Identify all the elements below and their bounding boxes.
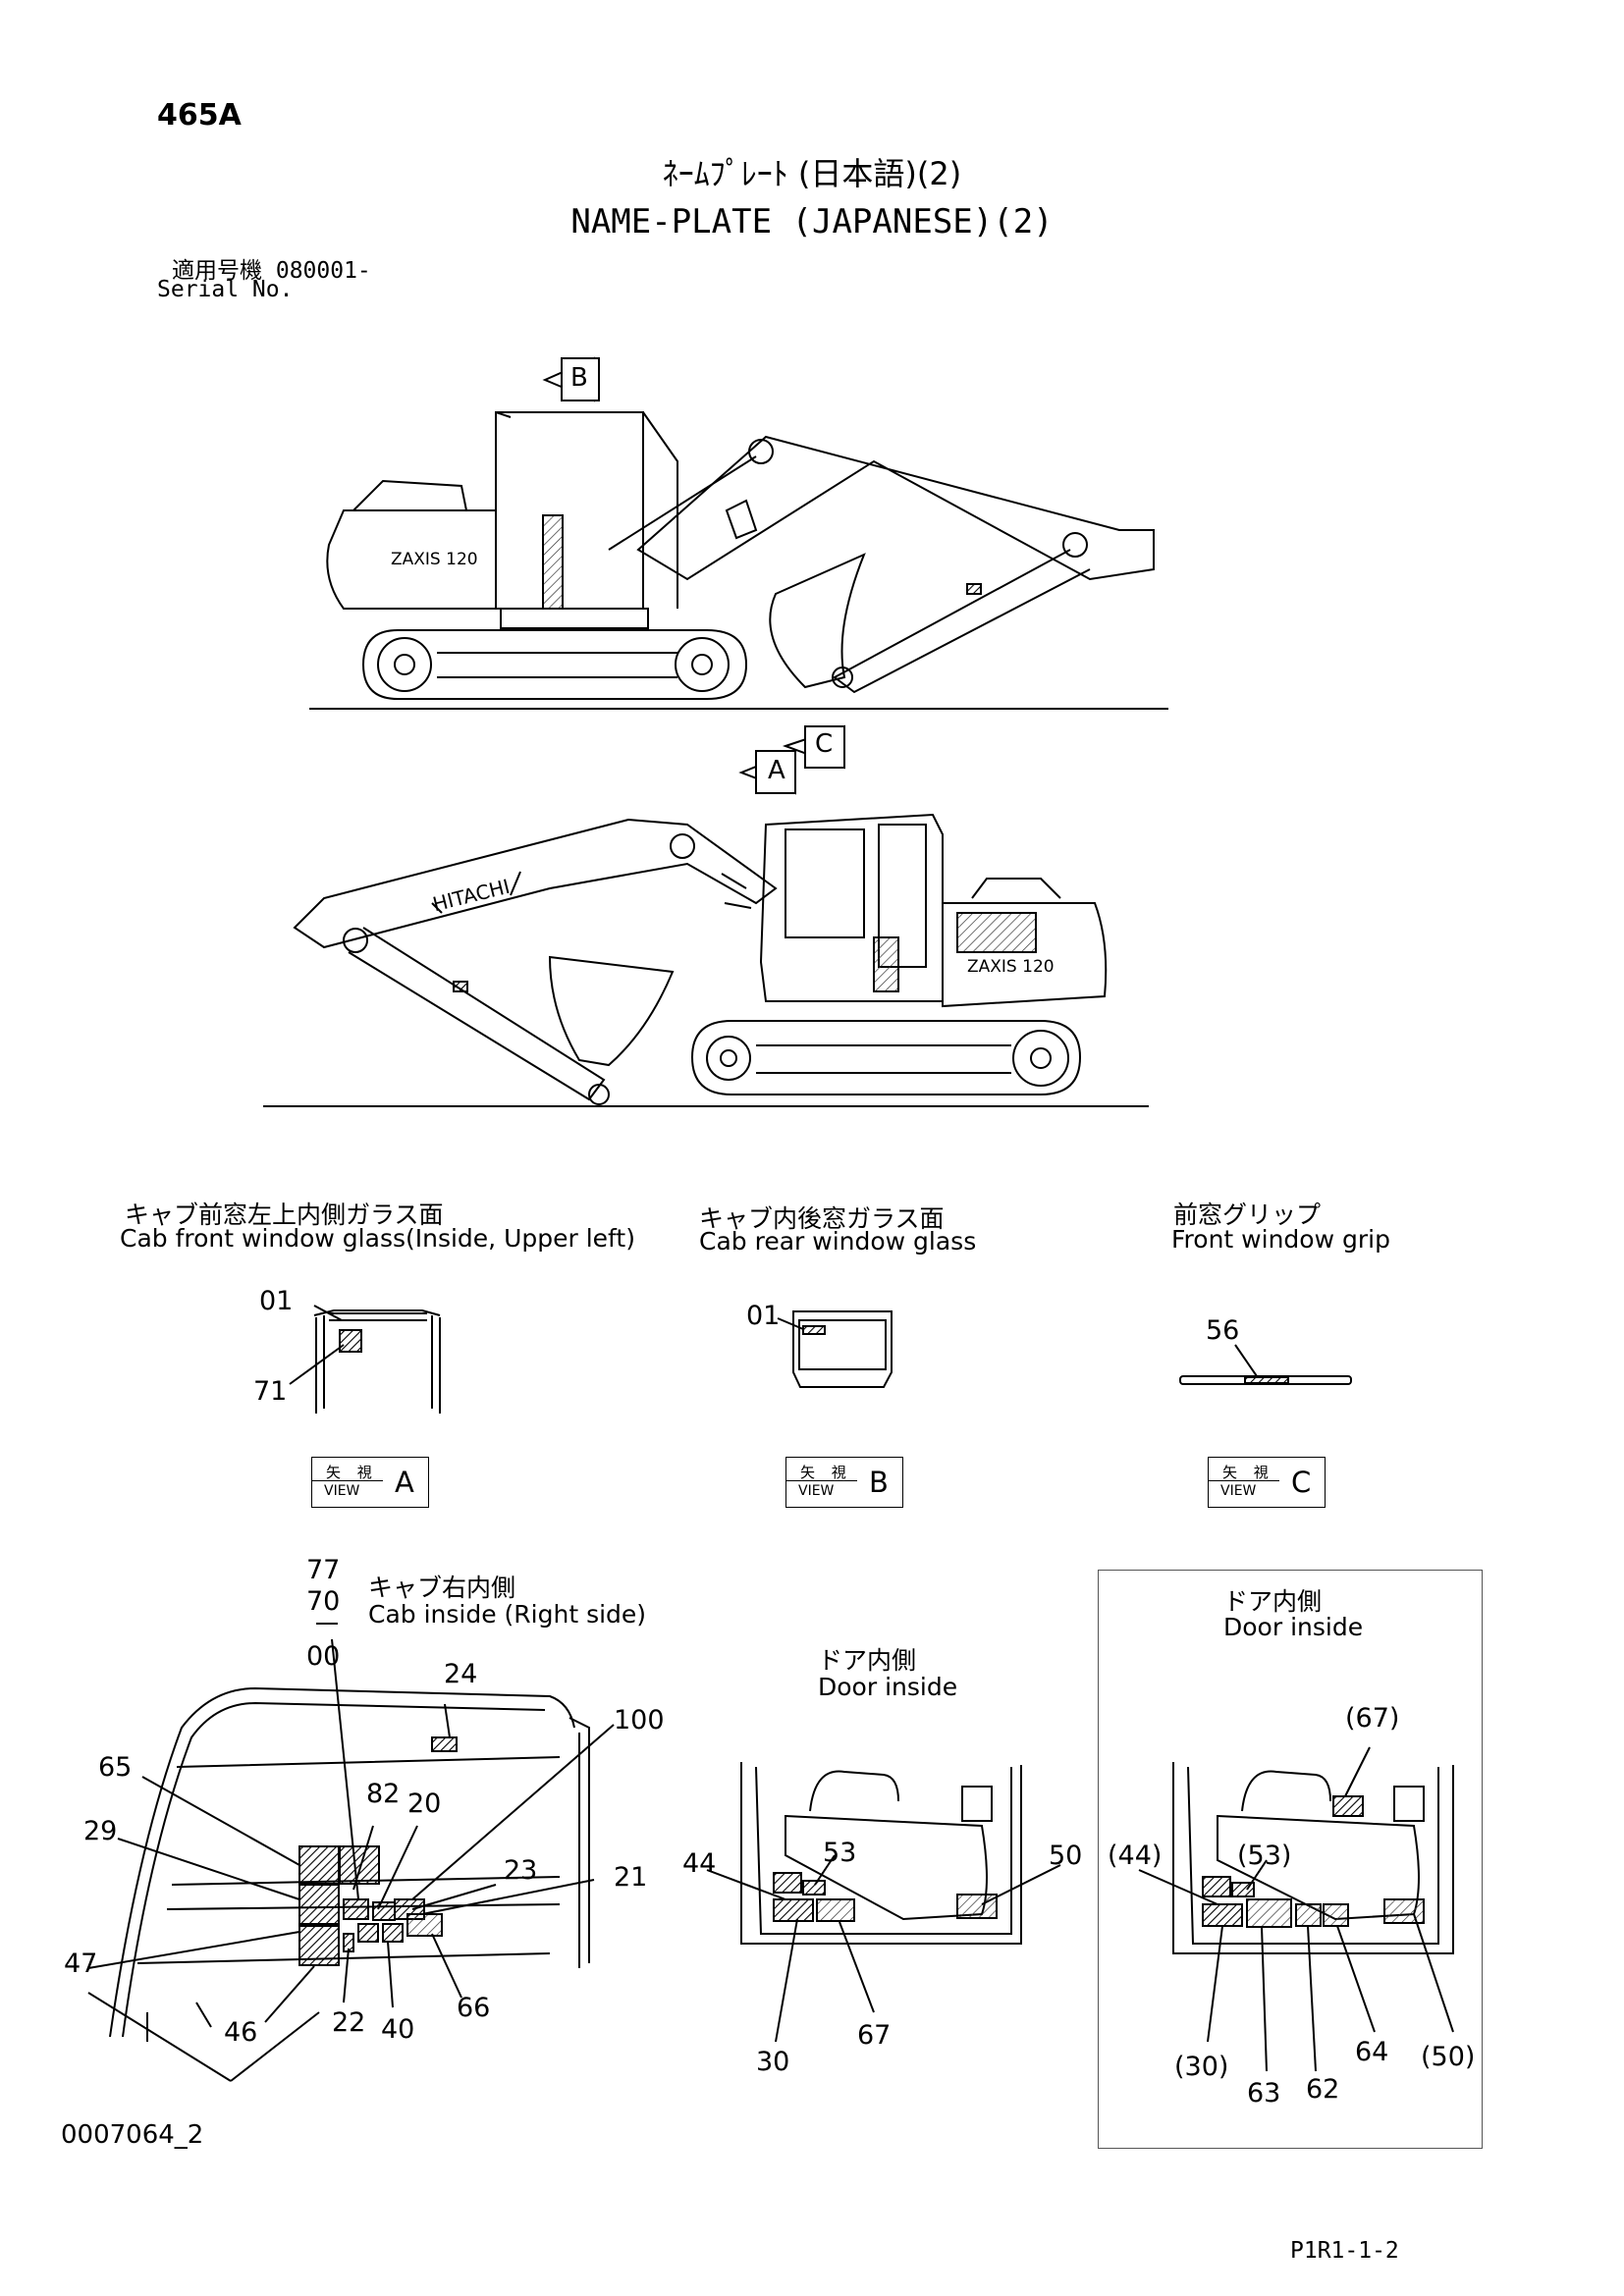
door-inside-2-caption-en: Door inside	[1223, 1613, 1364, 1641]
view-c-letter: C	[1291, 1466, 1312, 1499]
excavator-right-view	[309, 411, 1168, 710]
label-53-ref: (53)	[1237, 1841, 1292, 1871]
view-a-en: VIEW	[324, 1483, 360, 1499]
door-inside-1-caption-jp: ドア内側	[818, 1646, 917, 1675]
label-40: 40	[381, 2014, 415, 2045]
label-23: 23	[504, 1855, 538, 1886]
label-44: 44	[682, 1848, 717, 1879]
drawing-code: 465A	[157, 98, 242, 133]
footer-drawing-code: 0007064_2	[61, 2120, 204, 2150]
serial-77: 77	[306, 1555, 341, 1585]
title-japanese: ﾈｰﾑﾌﾟﾚｰﾄ (日本語)(2)	[662, 155, 962, 192]
label-64: 64	[1355, 2037, 1389, 2067]
rear-glass-caption-en: Cab rear window glass	[699, 1227, 977, 1255]
view-b-jp: 矢 視	[800, 1464, 852, 1481]
door-inside-2-frame	[1098, 1570, 1483, 2149]
view-c-box: 矢 視 VIEW C	[1208, 1457, 1326, 1508]
serial-japanese: 適用号機 080001-	[172, 258, 371, 284]
model-badge-right: ZAXIS 120	[391, 550, 478, 569]
label-01-front: 01	[259, 1286, 294, 1316]
grip-caption-en: Front window grip	[1171, 1225, 1390, 1254]
label-20: 20	[407, 1789, 442, 1819]
label-30-ref: (30)	[1174, 2052, 1229, 2082]
door-inside-2-caption-jp: ドア内側	[1223, 1587, 1323, 1616]
grip-detail	[1179, 1344, 1352, 1385]
view-arrow-b-label: B	[570, 363, 588, 393]
label-53: 53	[823, 1838, 857, 1868]
view-c-en: VIEW	[1220, 1483, 1257, 1499]
rear-glass-caption-jp: キャブ内後窓ガラス面	[699, 1204, 945, 1233]
rear-glass-detail	[777, 1310, 893, 1388]
label-65: 65	[98, 1752, 133, 1783]
view-a-jp: 矢 視	[326, 1464, 378, 1481]
cab-inside-caption-en: Cab inside (Right side)	[368, 1600, 647, 1629]
front-glass-caption-en: Cab front window glass(Inside, Upper lef…	[120, 1224, 635, 1253]
label-47: 47	[64, 1949, 98, 1979]
label-67: 67	[857, 2020, 892, 2051]
title-english: NAME-PLATE (JAPANESE)(2)	[570, 202, 1054, 241]
view-b-letter: B	[869, 1466, 889, 1499]
view-arrow-b	[542, 356, 600, 402]
model-badge-left: ZAXIS 120	[967, 957, 1055, 977]
label-62: 62	[1306, 2074, 1340, 2105]
label-24: 24	[444, 1659, 478, 1689]
label-56: 56	[1206, 1315, 1240, 1346]
view-arrow-a-label: A	[768, 756, 785, 785]
serial-divider	[316, 1623, 338, 1625]
view-b-box: 矢 視 VIEW B	[785, 1457, 903, 1508]
label-63: 63	[1247, 2078, 1281, 2109]
view-a-letter: A	[395, 1466, 414, 1499]
label-66: 66	[457, 1993, 491, 2023]
label-82: 82	[366, 1779, 401, 1809]
view-a-box: 矢 視 VIEW A	[311, 1457, 429, 1508]
cab-inside-detail	[87, 1638, 615, 2082]
label-44-ref: (44)	[1108, 1841, 1163, 1871]
serial-70: 70	[306, 1586, 341, 1617]
label-29: 29	[83, 1816, 118, 1846]
label-50: 50	[1049, 1841, 1083, 1871]
view-arrow-a	[738, 749, 796, 795]
excavator-left-view	[263, 813, 1149, 1107]
view-arrow-c-label: C	[815, 729, 834, 759]
label-01-rear: 01	[746, 1301, 781, 1331]
label-100: 100	[614, 1705, 665, 1735]
view-arrow-c	[782, 724, 845, 770]
label-46: 46	[224, 2017, 258, 2048]
label-21: 21	[614, 1862, 648, 1893]
page-code: P1R1-1-2	[1290, 2238, 1399, 2264]
serial-english: Serial No.	[157, 277, 294, 302]
serial-00: 00	[306, 1641, 341, 1672]
view-b-en: VIEW	[798, 1483, 835, 1499]
view-c-jp: 矢 視	[1222, 1464, 1274, 1481]
cab-inside-caption-jp: キャブ右内側	[368, 1574, 516, 1602]
label-71: 71	[253, 1376, 288, 1407]
door-inside-2-detail	[1138, 1746, 1454, 2072]
label-50-ref: (50)	[1421, 2042, 1476, 2072]
front-glass-detail	[289, 1305, 441, 1414]
grip-caption-jp: 前窓グリップ	[1173, 1201, 1322, 1229]
label-22: 22	[332, 2007, 366, 2038]
front-glass-caption-jp: キャブ前窓左上内側ガラス面	[125, 1201, 444, 1229]
door-inside-1-caption-en: Door inside	[818, 1673, 958, 1701]
label-30: 30	[756, 2047, 790, 2077]
door-inside-1-detail	[706, 1762, 1061, 2043]
label-67-ref: (67)	[1345, 1703, 1400, 1734]
